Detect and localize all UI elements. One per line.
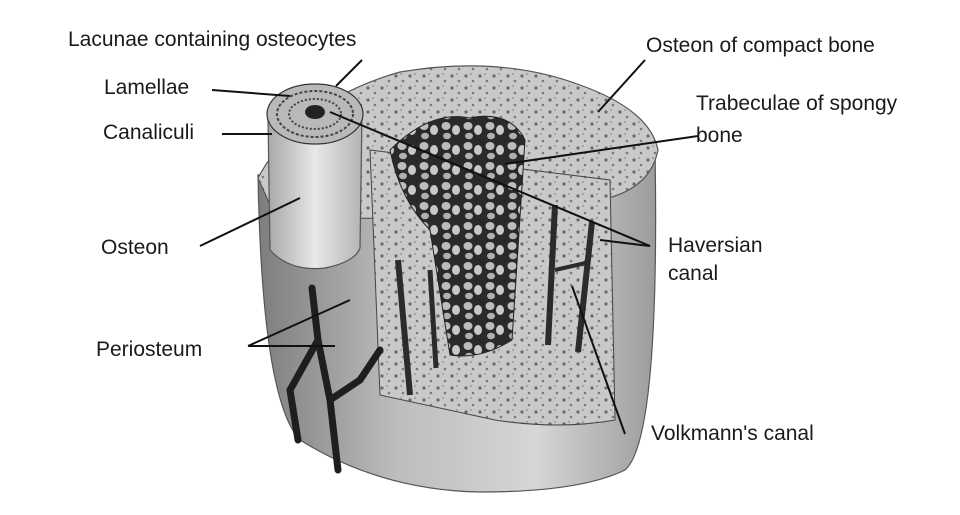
label-trabeculae-line2: bone: [696, 124, 743, 148]
label-periosteum: Periosteum: [96, 338, 202, 362]
central-canal: [305, 105, 325, 119]
label-volkmann: Volkmann's canal: [651, 422, 814, 446]
leader-lamellae: [212, 90, 290, 96]
label-trabeculae-line1: Trabeculae of spongy: [696, 92, 897, 116]
label-canaliculi: Canaliculi: [103, 121, 194, 145]
label-osteon: Osteon: [101, 236, 169, 260]
leader-lacunae: [336, 60, 362, 86]
label-haversian-line1: Haversian: [668, 234, 763, 258]
label-osteon-compact: Osteon of compact bone: [646, 34, 875, 58]
label-lamellae: Lamellae: [104, 76, 189, 100]
label-haversian-line2: canal: [668, 262, 718, 286]
label-lacunae: Lacunae containing osteocytes: [68, 28, 356, 52]
